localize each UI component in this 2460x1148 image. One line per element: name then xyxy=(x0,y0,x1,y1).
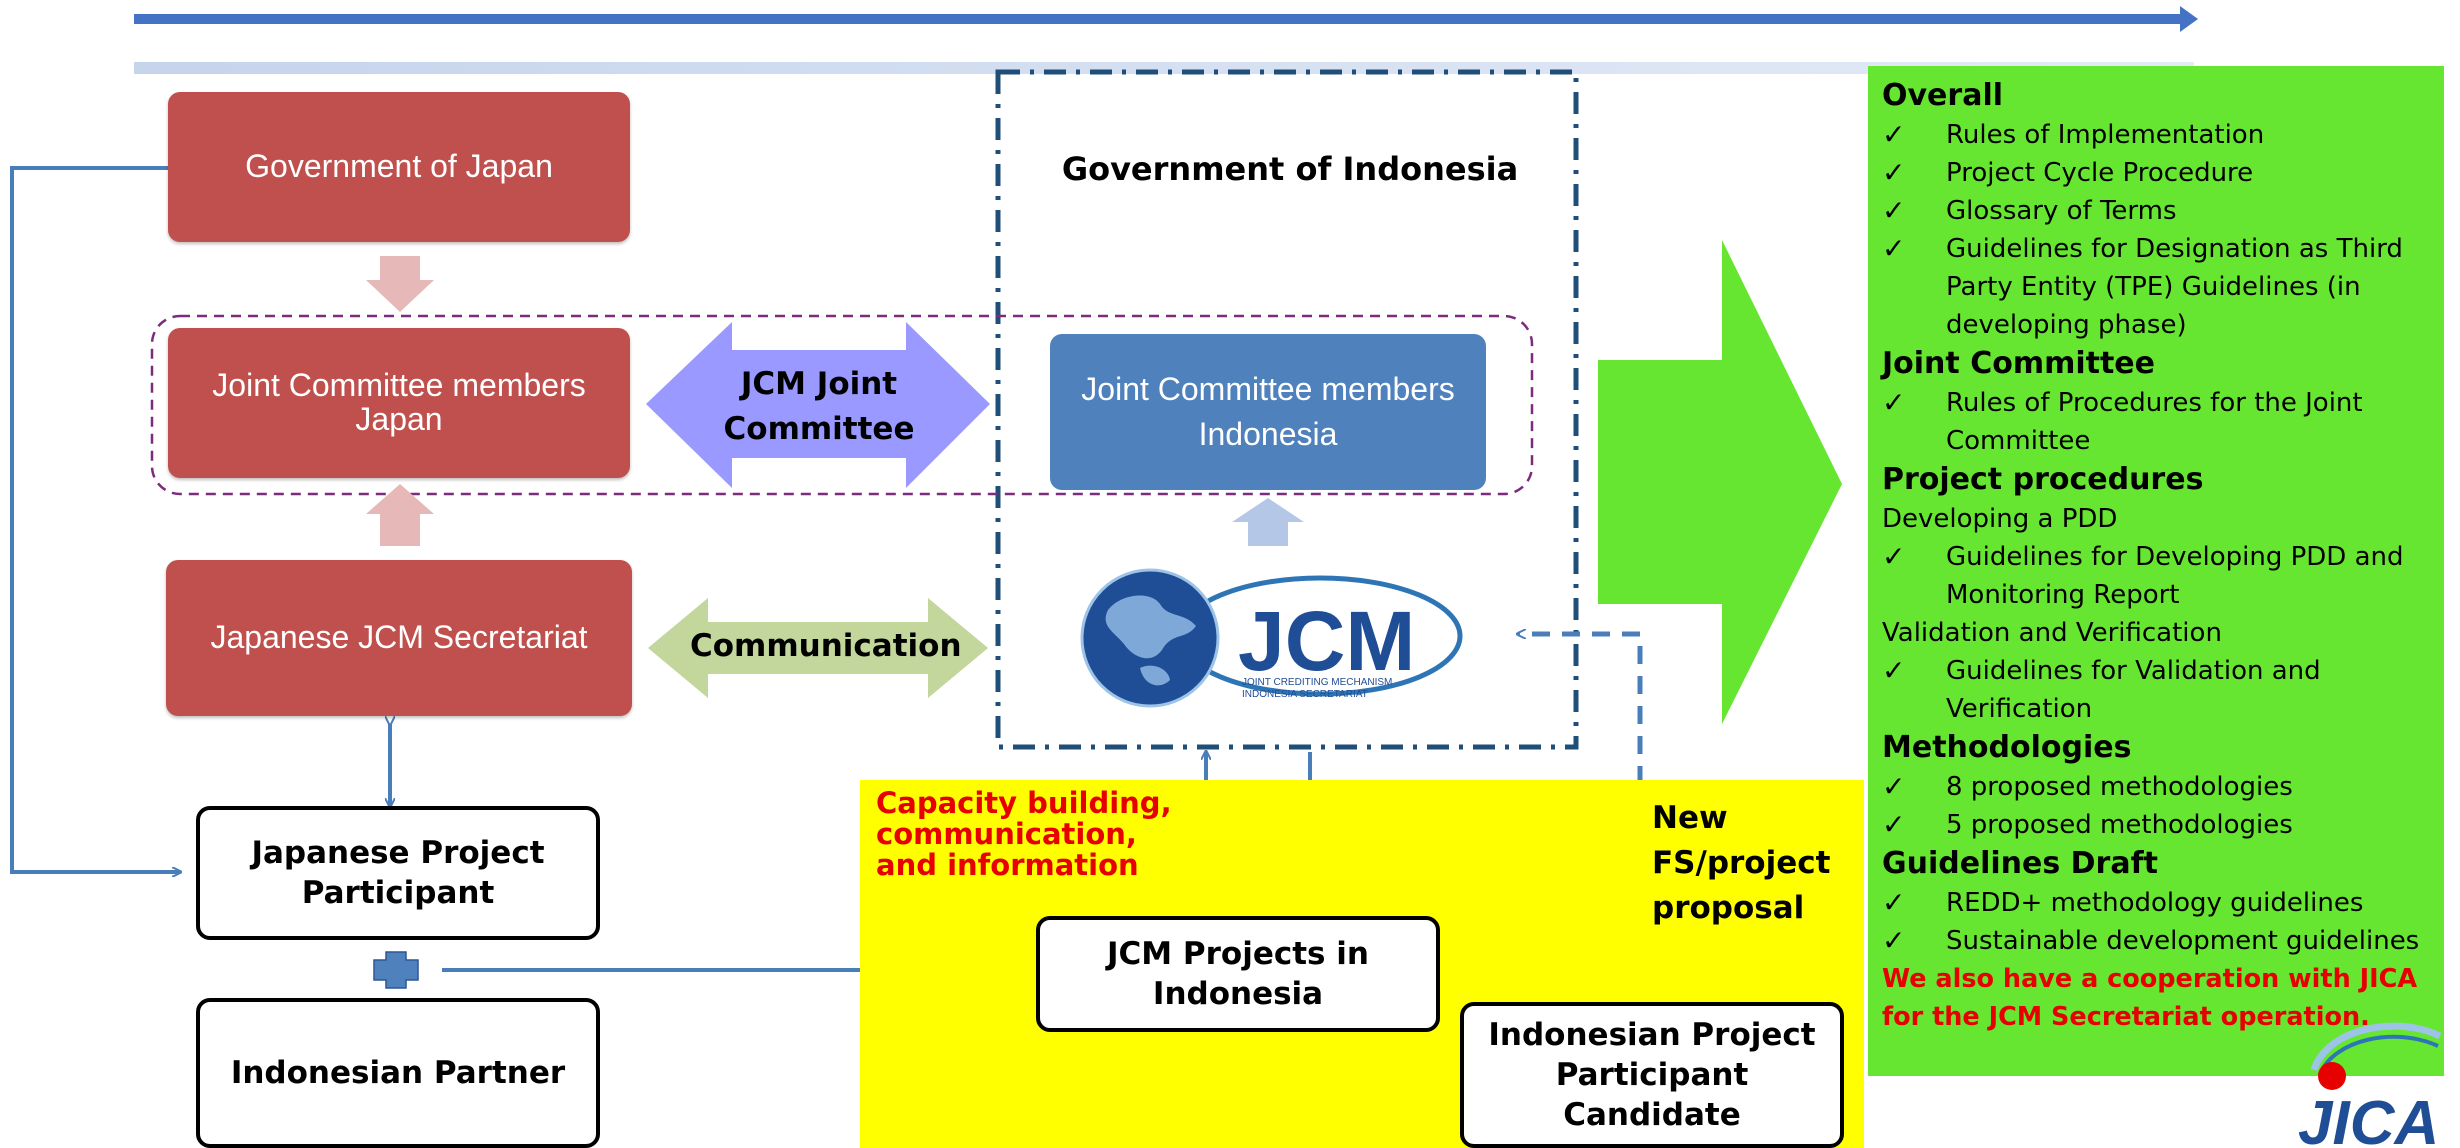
panel-checklist-item: ✓ Rules of Procedures for the Joint Commi… xyxy=(1882,384,2444,460)
japanese-project-participant-line1: Japanese Project xyxy=(251,834,545,871)
checkmark-icon: ✓ xyxy=(1882,540,1906,573)
new-fs-line2: FS/project xyxy=(1652,845,1831,881)
jcm-projects-in-indonesia-line1: JCM Projects in xyxy=(1106,935,1370,972)
panel-checklist-text: Guidelines for Validation and Verificati… xyxy=(1946,656,2321,724)
checkmark-icon: ✓ xyxy=(1882,118,1906,151)
indonesian-candidate-line1: Indonesian Project xyxy=(1488,1016,1816,1053)
panel-heading-overall: Overall xyxy=(1882,78,2004,113)
panel-checklist-item: ✓ Glossary of Terms xyxy=(1882,192,2444,230)
jcm-logo-subtitle-1: JOINT CREDITING MECHANISM xyxy=(1242,677,1392,688)
checkmark-icon: ✓ xyxy=(1882,808,1906,841)
japanese-project-participant-box[interactable]: Japanese Project Participant xyxy=(196,806,600,940)
new-fs-line1: New xyxy=(1652,800,1728,836)
government-of-indonesia-title: Government of Indonesia xyxy=(1061,150,1519,188)
panel-checklist-item: ✓ Guidelines for Validation and Verificat… xyxy=(1882,652,2444,728)
panel-checklist-text: 8 proposed methodologies xyxy=(1946,772,2293,802)
panel-checklist-item: ✓ Project Cycle Procedure xyxy=(1882,154,2444,192)
capacity-building-line3: and information xyxy=(876,848,1139,882)
capacity-building-label: Capacity building, communication, and in… xyxy=(876,788,1172,881)
panel-checklist-item: ✓ Guidelines for Developing PDD and Monit… xyxy=(1882,538,2444,614)
panel-checklist-text: Rules of Implementation xyxy=(1946,120,2265,150)
jc-members-japan-line1: Joint Committee members xyxy=(212,367,586,404)
panel-checklist-item: ✓ Rules of Implementation xyxy=(1882,116,2444,154)
lightblue-arrow-up xyxy=(1232,498,1304,546)
panel-checklist-text: Guidelines for Designation as Third Part… xyxy=(1946,234,2403,340)
panel-checklist-text: Project Cycle Procedure xyxy=(1946,158,2254,188)
timeline-shadow-line xyxy=(134,62,2194,74)
indonesian-project-participant-candidate-box[interactable]: Indonesian Project Participant Candidate xyxy=(1460,1002,1844,1148)
panel-heading-guidelines-draft: Guidelines Draft xyxy=(1882,846,2158,881)
communication-arrow xyxy=(648,598,988,698)
jcm-logo: JCM JOINT CREDITING MECHANISM INDONESIA … xyxy=(1080,568,1463,708)
checkmark-icon: ✓ xyxy=(1882,232,1906,265)
indonesian-partner-box[interactable]: Indonesian Partner xyxy=(196,998,600,1148)
jc-members-indonesia-box[interactable]: Joint Committee members Indonesia xyxy=(1050,334,1486,490)
indonesian-partner-label: Indonesian Partner xyxy=(230,1054,566,1091)
panel-sections: Overall ✓ Rules of Implementation ✓ Project … xyxy=(1882,76,2444,960)
checkmark-icon: ✓ xyxy=(1882,924,1906,957)
jcm-logo-text: JCM xyxy=(1238,594,1415,688)
panel-checklist-item: ✓ REDD+ methodology guidelines xyxy=(1882,884,2444,922)
panel-heading-project-procedures: Project procedures xyxy=(1882,462,2204,497)
checkmark-icon: ✓ xyxy=(1882,156,1906,189)
jc-members-indonesia-line1: Joint Committee members xyxy=(1081,371,1455,408)
checkmark-icon: ✓ xyxy=(1882,386,1906,419)
jcm-rules-guidelines-panel: Overall ✓ Rules of Implementation ✓ Project … xyxy=(1868,66,2444,1076)
jcm-joint-committee-label: JCM Joint Committee xyxy=(706,362,932,452)
jc-members-indonesia-line2: Indonesia xyxy=(1198,416,1338,452)
pink-arrow-up xyxy=(366,484,434,546)
panel-subheading: Developing a PDD xyxy=(1882,504,2118,534)
panel-checklist-text: Glossary of Terms xyxy=(1946,196,2177,226)
jc-members-japan-box[interactable]: Joint Committee members Japan xyxy=(168,328,630,478)
panel-checklist-text: Sustainable development guidelines xyxy=(1946,926,2420,956)
connector-gov-to-participant xyxy=(10,166,180,872)
jcm-projects-in-indonesia-line2: Indonesia xyxy=(1152,976,1324,1012)
jcm-projects-in-indonesia-box[interactable]: JCM Projects in Indonesia xyxy=(1036,916,1440,1032)
jica-logo-text: JICA xyxy=(2298,1089,2439,1148)
panel-checklist-text: Guidelines for Developing PDD and Monito… xyxy=(1946,542,2404,610)
japanese-jcm-secretariat-label: Japanese JCM Secretariat xyxy=(210,619,588,656)
capacity-building-line1: Capacity building, xyxy=(876,786,1172,820)
government-of-japan-box[interactable]: Government of Japan xyxy=(168,92,630,242)
jcm-joint-committee-arrow xyxy=(646,322,990,488)
checkmark-icon: ✓ xyxy=(1882,886,1906,919)
jcm-joint-committee-line2: Committee xyxy=(723,411,915,447)
checkmark-icon: ✓ xyxy=(1882,770,1906,803)
indonesian-candidate-line2: Participant Candidate xyxy=(1555,1056,1749,1134)
japanese-project-participant-line2: Participant xyxy=(301,875,495,911)
big-green-arrow xyxy=(1598,240,1842,724)
japanese-jcm-secretariat-box[interactable]: Japanese JCM Secretariat xyxy=(166,560,632,716)
jcm-joint-committee-line1: JCM Joint xyxy=(740,366,898,402)
panel-checklist-item: ✓ Guidelines for Designation as Third Par… xyxy=(1882,230,2444,344)
panel-checklist-text: REDD+ methodology guidelines xyxy=(1946,888,2364,918)
communication-label: Communication xyxy=(690,628,962,664)
timeline-arrowhead xyxy=(2180,6,2198,32)
pink-arrow-down xyxy=(366,256,434,312)
panel-subheading: Validation and Verification xyxy=(1882,618,2222,648)
panel-heading-joint-committee: Joint Committee xyxy=(1882,346,2156,381)
new-fs-proposal-label: New FS/project proposal xyxy=(1652,796,1830,931)
joint-committee-region-border xyxy=(150,314,1534,496)
checkmark-icon: ✓ xyxy=(1882,654,1906,687)
plus-icon xyxy=(373,951,419,989)
jica-cooperation-note: We also have a cooperation with JICA for… xyxy=(1882,964,2418,1032)
panel-checklist-item: ✓ 8 proposed methodologies xyxy=(1882,768,2444,806)
panel-checklist-item: ✓ 5 proposed methodologies xyxy=(1882,806,2444,844)
jica-logo: JICA xyxy=(2298,1022,2442,1148)
jc-members-japan-line2: Japan xyxy=(355,401,443,437)
new-fs-line3: proposal xyxy=(1652,890,1805,926)
capacity-building-line2: communication, xyxy=(876,817,1137,851)
panel-checklist-text: 5 proposed methodologies xyxy=(1946,810,2293,840)
jcm-logo-subtitle-2: INDONESIA SECRETARIAT xyxy=(1242,689,1368,700)
panel-checklist-text: Rules of Procedures for the Joint Commit… xyxy=(1946,388,2363,456)
indonesia-region-border xyxy=(995,69,1579,750)
checkmark-icon: ✓ xyxy=(1882,194,1906,227)
panel-heading-methodologies: Methodologies xyxy=(1882,730,2132,765)
government-of-japan-label: Government of Japan xyxy=(245,148,553,185)
panel-checklist-item: ✓ Sustainable development guidelines xyxy=(1882,922,2444,960)
